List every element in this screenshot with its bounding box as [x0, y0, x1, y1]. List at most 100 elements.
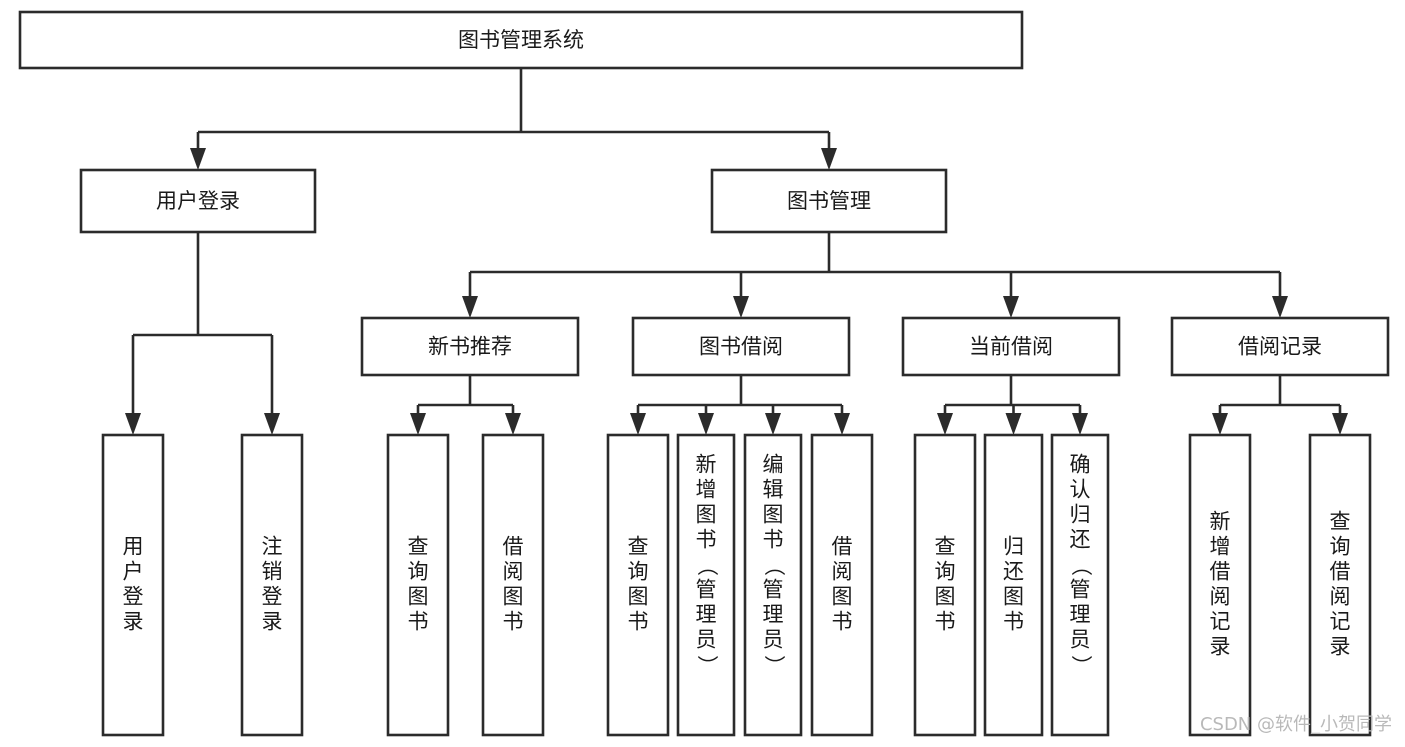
node-label-char: 认 — [1070, 478, 1091, 502]
arrow-head — [1332, 413, 1348, 435]
node-label-char: 登 — [123, 585, 144, 609]
node-box-new-book-rec[interactable] — [360, 316, 580, 377]
node-label-char: 图 — [408, 585, 429, 609]
arrow-head — [630, 413, 646, 435]
node-label-char: 录 — [1210, 635, 1231, 659]
node-box-leaf-logout[interactable] — [240, 433, 304, 737]
node-root[interactable]: 图书管理系统 — [18, 10, 1024, 70]
node-label-char: 图 — [696, 503, 717, 527]
node-box-leaf-user-login[interactable] — [101, 433, 165, 737]
node-label-char: 查 — [935, 535, 956, 559]
node-user-login[interactable]: 用户登录 — [79, 168, 317, 234]
node-label-borrow-record: 借阅记录 — [1238, 335, 1322, 359]
node-label-char: 增 — [1210, 535, 1231, 559]
node-label-char: 录 — [123, 610, 144, 634]
node-box-user-login[interactable] — [79, 168, 317, 234]
node-label-char: 管 — [1070, 578, 1091, 602]
node-label-char: 书 — [696, 528, 717, 552]
arrow-head — [765, 413, 781, 435]
node-label-char: 销 — [262, 560, 283, 584]
node-label-char: 询 — [1330, 535, 1351, 559]
node-label-char: （ — [762, 555, 786, 576]
node-borrow-record[interactable]: 借阅记录 — [1170, 316, 1390, 377]
edge-group-user-login — [125, 232, 280, 435]
node-book-borrow[interactable]: 图书借阅 — [631, 316, 851, 377]
node-label-char: 询 — [628, 560, 649, 584]
node-label-char: 借 — [1330, 560, 1351, 584]
node-label-book-borrow: 图书借阅 — [699, 335, 783, 359]
node-label-char: 户 — [123, 560, 144, 584]
node-box-current-borrow[interactable] — [901, 316, 1121, 377]
node-label-char: 图 — [1003, 585, 1024, 609]
node-box-leaf-borrow-book-2[interactable] — [810, 433, 874, 737]
node-label-char: 书 — [628, 610, 649, 634]
node-label-char: 记 — [1210, 610, 1231, 634]
arrow-head — [834, 413, 850, 435]
arrow-head — [1003, 296, 1019, 318]
node-box-borrow-record[interactable] — [1170, 316, 1390, 377]
node-new-book-rec[interactable]: 新书推荐 — [360, 316, 580, 377]
node-label-char: 图 — [503, 585, 524, 609]
node-label-char: 新 — [696, 453, 717, 477]
node-label-char: 查 — [1330, 510, 1351, 534]
node-box-leaf-edit-book[interactable] — [743, 433, 803, 737]
node-box-leaf-query-book-1[interactable] — [386, 433, 450, 737]
arrow-head — [937, 413, 953, 435]
node-label-char: 员 — [1070, 628, 1091, 652]
node-box-leaf-confirm-return[interactable] — [1050, 433, 1110, 737]
node-box-book-borrow[interactable] — [631, 316, 851, 377]
node-box-leaf-query-book-2[interactable] — [606, 433, 670, 737]
node-label-char: 阅 — [1330, 585, 1351, 609]
node-box-leaf-add-book[interactable] — [676, 433, 736, 737]
watermark-layer: CSDN @软件_小贺同学 — [1200, 714, 1392, 735]
node-label-char: 书 — [408, 610, 429, 634]
node-label-char: 管 — [763, 578, 784, 602]
node-label-char: 借 — [1210, 560, 1231, 584]
node-label-char: ） — [695, 655, 719, 676]
arrow-head — [821, 148, 837, 170]
node-box-leaf-add-record[interactable] — [1188, 433, 1252, 737]
node-box-root[interactable] — [18, 10, 1024, 70]
arrow-head — [410, 413, 426, 435]
node-box-leaf-borrow-book-1[interactable] — [481, 433, 545, 737]
node-current-borrow[interactable]: 当前借阅 — [901, 316, 1121, 377]
node-label-char: 书 — [763, 528, 784, 552]
node-label-char: 书 — [503, 610, 524, 634]
node-label-char: 辑 — [763, 478, 784, 502]
node-box-leaf-query-record[interactable] — [1308, 433, 1372, 737]
node-label-char: ） — [762, 655, 786, 676]
node-label-char: 图 — [935, 585, 956, 609]
node-label-char: 书 — [1003, 610, 1024, 634]
node-label-char: 书 — [832, 610, 853, 634]
node-box-leaf-query-book-3[interactable] — [913, 433, 977, 737]
node-label-book-manage: 图书管理 — [787, 189, 871, 213]
watermark-text: CSDN @软件_小贺同学 — [1200, 714, 1392, 735]
node-label-char: 记 — [1330, 610, 1351, 634]
node-label-char: 图 — [832, 585, 853, 609]
node-label-char: 书 — [935, 610, 956, 634]
node-label-char: 借 — [832, 535, 853, 559]
node-box-leaf-return-book[interactable] — [983, 433, 1044, 737]
node-book-manage[interactable]: 图书管理 — [710, 168, 948, 234]
arrow-head — [125, 413, 141, 435]
node-box-book-manage[interactable] — [710, 168, 948, 234]
node-label-char: 图 — [628, 585, 649, 609]
node-label-char: 增 — [696, 478, 717, 502]
node-label-char: 图 — [763, 503, 784, 527]
node-leaf-user-login[interactable]: 用户登录 — [101, 433, 165, 737]
arrow-head — [698, 413, 714, 435]
edge-group-book-manage — [462, 232, 1288, 318]
